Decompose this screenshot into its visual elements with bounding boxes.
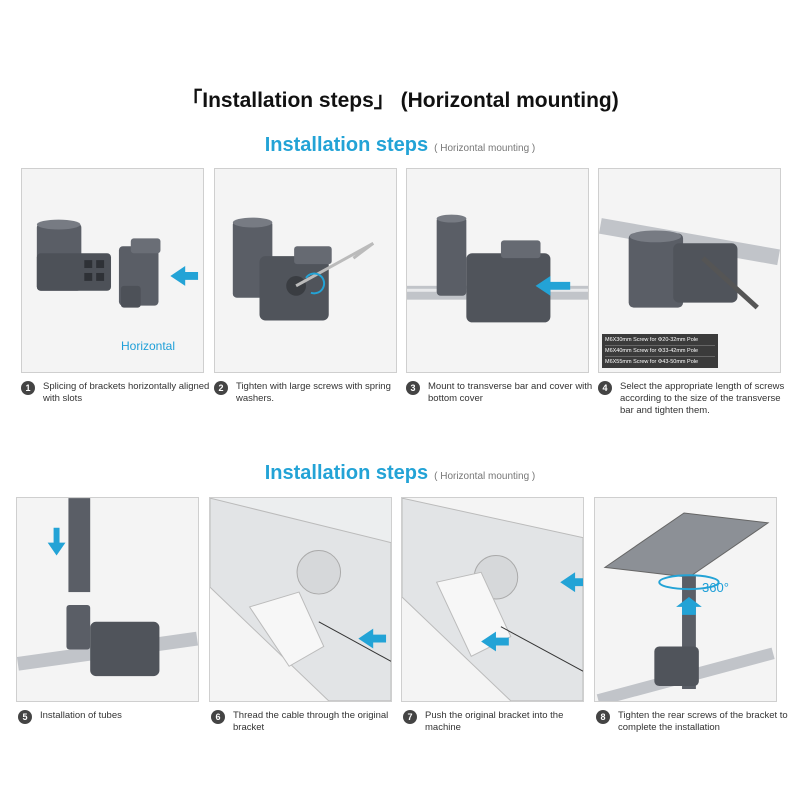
step-text: Installation of tubes <box>40 710 122 721</box>
screw-row: M6X55mm Screw for Φ43-50mm Pole <box>605 359 699 365</box>
section-subtitle: ( Horizontal mounting ) <box>434 143 536 154</box>
step-6-image <box>209 497 392 702</box>
step-text: Select the appropriate length of screws … <box>620 381 785 416</box>
step-text: Tighten the rear screws of the bracket t… <box>618 710 788 733</box>
step-number: 6 <box>211 710 225 724</box>
screw-row: M6X40mm Screw for Φ33-42mm Pole <box>605 346 715 357</box>
step-7: 7 Push the original bracket into the mach… <box>403 710 593 734</box>
step-text: Push the original bracket into the machi… <box>425 710 564 733</box>
section-heading-bottom: Installation steps ( Horizontal mounting … <box>0 462 800 485</box>
screw-row: M6X30mm Screw for Φ20-32mm Pole <box>605 335 715 346</box>
section-heading-top: Installation steps ( Horizontal mounting … <box>0 134 800 157</box>
step-number: 5 <box>18 710 32 724</box>
step-number: 1 <box>21 381 35 395</box>
section-subtitle: ( Horizontal mounting ) <box>434 471 536 482</box>
screw-size-table: M6X30mm Screw for Φ20-32mm Pole M6X40mm … <box>602 334 718 368</box>
step-1: 1 Splicing of brackets horizontally align… <box>21 381 211 405</box>
rotation-label: 360° <box>702 580 729 595</box>
step-number: 2 <box>214 381 228 395</box>
step-text: Splicing of brackets horizontally aligne… <box>43 381 210 404</box>
step-8: 8 Tighten the rear screws of the bracket … <box>596 710 792 734</box>
main-title: 「Installation steps」 (Horizontal mountin… <box>181 89 619 112</box>
step-text: Mount to transverse bar and cover with b… <box>428 381 593 404</box>
step-4: 4 Select the appropriate length of screws… <box>598 381 790 417</box>
step-number: 7 <box>403 710 417 724</box>
step-text: Thread the cable through the original br… <box>233 710 389 733</box>
section-title: Installation steps <box>264 462 429 484</box>
step-3: 3 Mount to transverse bar and cover with … <box>406 381 596 405</box>
step-8-image <box>594 497 777 702</box>
step-7-image <box>401 497 584 702</box>
horizontal-label: Horizontal <box>121 339 176 353</box>
step-5: 5 Installation of tubes <box>18 710 208 724</box>
step-2: 2 Tighten with large screws with spring w… <box>214 381 404 405</box>
step-number: 4 <box>598 381 612 395</box>
step-2-image <box>214 168 397 373</box>
step-text: Tighten with large screws with spring wa… <box>236 381 391 404</box>
section-title: Installation steps <box>264 134 429 156</box>
step-5-image <box>16 497 199 702</box>
step-6: 6 Thread the cable through the original b… <box>211 710 401 734</box>
step-number: 8 <box>596 710 610 724</box>
step-3-image <box>406 168 589 373</box>
step-1-image <box>21 168 204 373</box>
step-number: 3 <box>406 381 420 395</box>
